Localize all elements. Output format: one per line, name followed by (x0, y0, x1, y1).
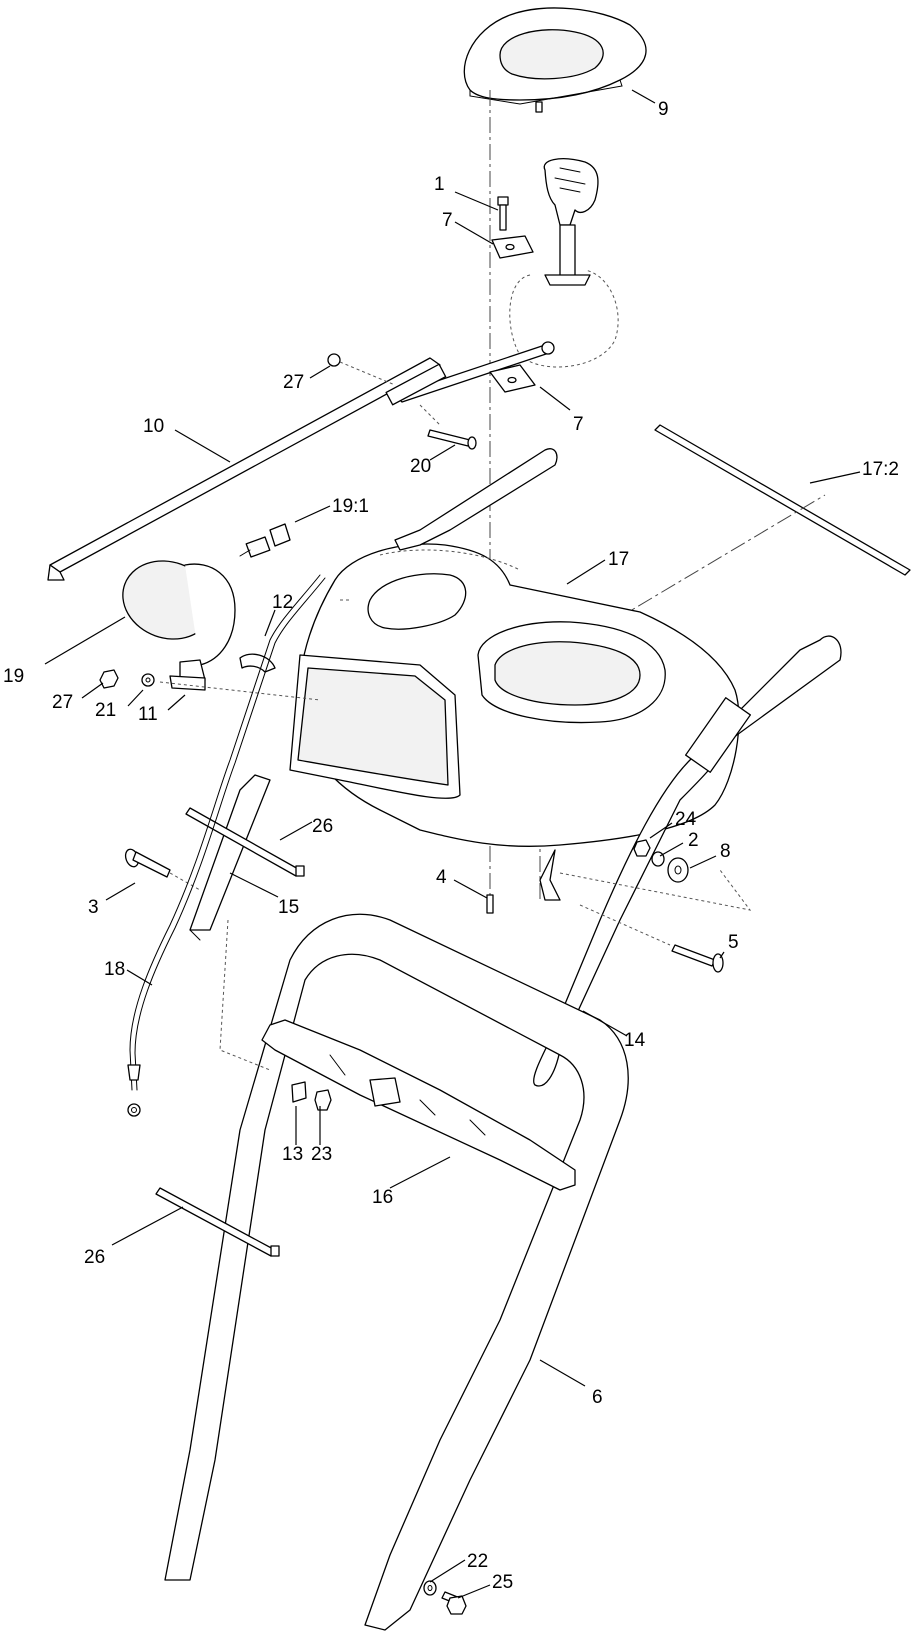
callout-11: 11 (138, 704, 158, 725)
callout-labels: 9 1 7 27 7 10 20 17:2 19:1 17 12 19 27 2… (3, 99, 899, 1593)
callout-23: 23 (311, 1144, 332, 1165)
cable-tie-part-26-lower (155, 1187, 280, 1257)
nut-part-23 (314, 1089, 332, 1111)
washer-part-22 (423, 1580, 437, 1596)
callout-17: 17 (608, 549, 629, 570)
callout-9: 9 (658, 99, 669, 120)
control-rod-part-10 (47, 357, 447, 581)
callout-19: 19 (3, 666, 24, 687)
callout-3: 3 (88, 897, 99, 918)
callout-1: 1 (434, 174, 445, 195)
bolt-part-3 (124, 848, 201, 891)
callout-15: 15 (278, 897, 299, 918)
clamp-part-7-upper (491, 235, 534, 259)
callout-26-lower: 26 (84, 1247, 105, 1268)
callout-7-upper: 7 (442, 210, 453, 231)
bolt-part-25 (441, 1591, 467, 1615)
callout-4: 4 (436, 867, 447, 888)
nut-part-27-lower (99, 669, 119, 689)
callout-6: 6 (592, 1387, 603, 1408)
callout-14: 14 (624, 1030, 646, 1051)
callout-24: 24 (675, 809, 697, 830)
shift-lever-knob (509, 158, 619, 368)
callout-18: 18 (104, 959, 125, 980)
washer-part-13 (291, 1081, 307, 1103)
callout-10: 10 (143, 416, 164, 437)
leader-lines (44, 89, 861, 1599)
callout-2: 2 (688, 830, 699, 851)
headlight-part-19 (122, 523, 291, 685)
dash-cover-part-9 (463, 7, 647, 113)
handle-upper-part-14 (394, 448, 842, 1087)
lower-handle-part-6 (164, 913, 629, 1631)
callout-17-2: 17:2 (862, 459, 899, 480)
bolt-part-5 (579, 904, 724, 973)
dash-console-part-17 (289, 543, 740, 901)
callout-20: 20 (410, 456, 431, 477)
screw-part-4 (486, 894, 494, 914)
callout-12: 12 (272, 592, 293, 613)
callout-27-lower: 27 (52, 692, 73, 713)
callout-22: 22 (467, 1551, 488, 1572)
bracket-part-11 (159, 675, 321, 701)
callout-8: 8 (720, 841, 731, 862)
callout-27-upper: 27 (283, 372, 304, 393)
grommet-part-12 (239, 653, 276, 673)
clamp-part-7-lower (489, 364, 536, 393)
nut-part-24 (633, 839, 651, 857)
nut-part-27-upper (327, 353, 396, 386)
callout-19-1: 19:1 (332, 496, 369, 517)
spacer-part-8 (667, 857, 689, 883)
washer-part-21 (141, 673, 155, 687)
bolt-part-20 (419, 404, 477, 450)
bolt-part-1 (497, 196, 509, 231)
callout-21: 21 (95, 700, 116, 721)
seal-strip-part-17-2 (654, 424, 911, 576)
callout-26-upper: 26 (312, 816, 333, 837)
callout-13: 13 (282, 1144, 303, 1165)
callout-16: 16 (372, 1187, 393, 1208)
callout-25: 25 (492, 1572, 513, 1593)
wire-harness-part-18 (127, 574, 326, 1117)
callout-5: 5 (728, 932, 739, 953)
callout-7-lower: 7 (573, 414, 584, 435)
control-bar-part-16 (261, 1019, 576, 1191)
handle-upper-part-15 (189, 774, 271, 941)
